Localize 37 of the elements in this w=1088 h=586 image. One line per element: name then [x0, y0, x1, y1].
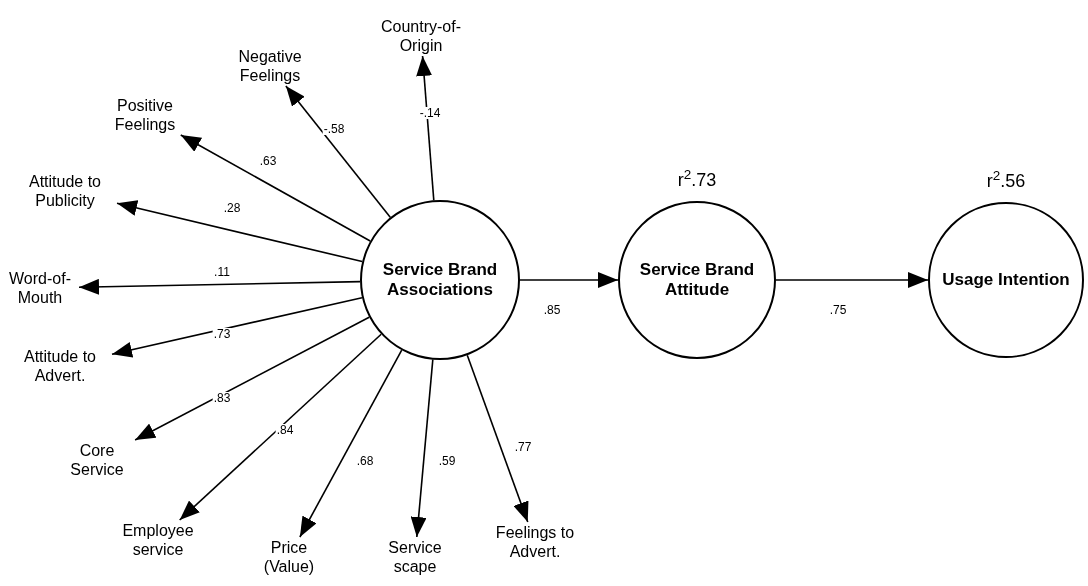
indicator-label: Price (Value) [254, 537, 324, 577]
arrow [410, 358, 434, 538]
indicator-label: Attitude to Publicity [13, 171, 117, 211]
indicator-label: Attitude to Advert. [8, 346, 112, 386]
r-squared-label: r$^{2}$.56 [985, 168, 1027, 193]
arrow [179, 134, 371, 242]
indicator-label: Negative Feelings [227, 46, 313, 86]
edge-label: .68 [355, 455, 375, 467]
arrow [519, 272, 619, 288]
edge-label: -.58 [322, 123, 346, 135]
arrow [299, 349, 403, 538]
edge-label: .63 [258, 155, 278, 167]
indicator-label: Feelings to Advert. [485, 522, 585, 562]
r-squared-label: r$^{2}$.73 [676, 167, 718, 192]
indicator-label: Country-of-Origin [371, 16, 471, 56]
arrow [416, 55, 435, 202]
arrow [78, 278, 361, 295]
edge-label: .73 [212, 328, 232, 340]
indicator-label: Service scape [379, 537, 451, 577]
edge-label: .85 [542, 304, 562, 316]
edge-label: -.14 [418, 107, 442, 119]
indicator-label: Employee service [110, 520, 206, 560]
edge-label: .77 [513, 441, 533, 453]
edge-label: .75 [828, 304, 848, 316]
arrow [134, 316, 370, 441]
indicator-label: Word-of-Mouth [1, 268, 79, 308]
arrow [178, 333, 382, 521]
edge-label: .11 [213, 266, 231, 278]
indicator-label: Positive Feelings [104, 95, 186, 135]
arrow [775, 272, 929, 288]
edge-label: .28 [222, 202, 242, 214]
edge-label: .84 [275, 424, 295, 436]
indicator-label: Core Service [58, 440, 136, 480]
edge-label: .83 [212, 392, 232, 404]
edge-label: .59 [437, 455, 457, 467]
arrow [466, 354, 529, 523]
arrow [285, 85, 392, 219]
